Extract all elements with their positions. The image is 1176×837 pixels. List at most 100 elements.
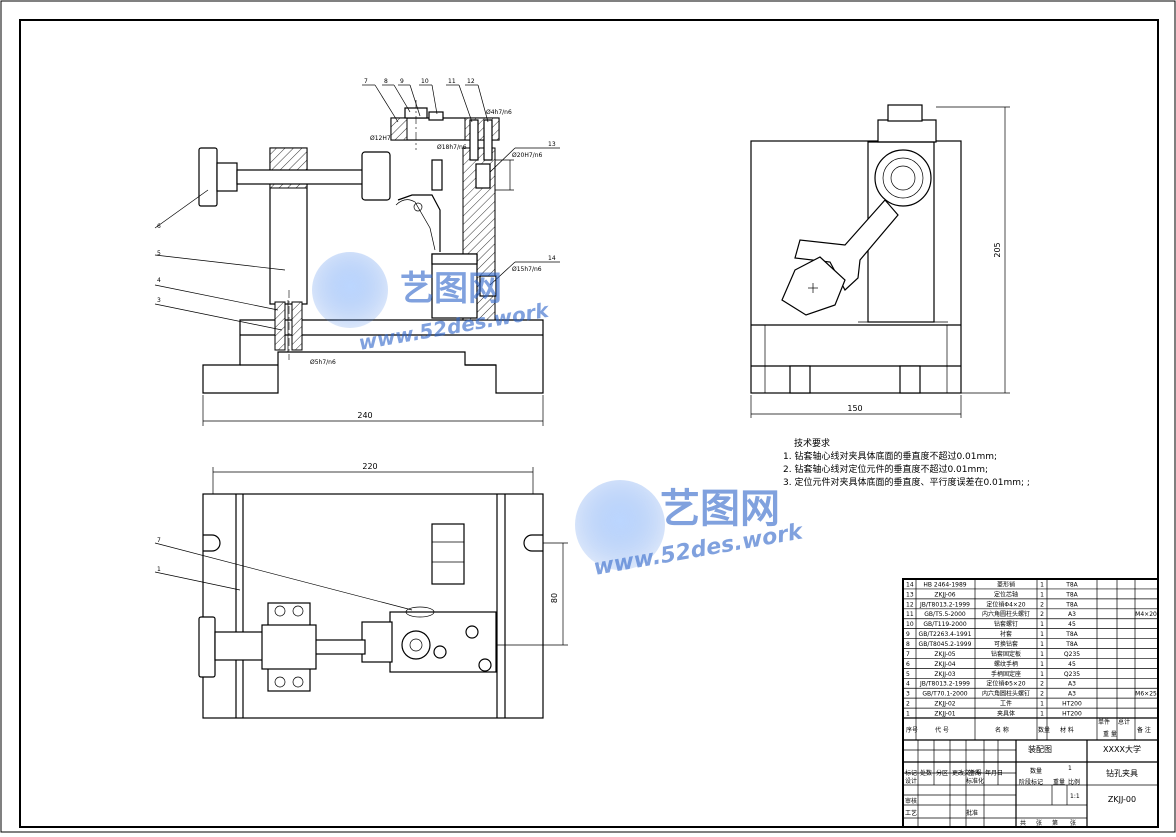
bom-cell-qty: 1 [1040, 651, 1044, 658]
bom-cell-note: M4×20 [1135, 611, 1157, 618]
tb-sheet-no: 第 [1052, 819, 1058, 827]
bom-cell-qty: 1 [1040, 671, 1044, 678]
bom-cell-code: ZKJJ-06 [934, 591, 955, 598]
bom-cell-mat: Q235 [1064, 671, 1080, 678]
bom-cell-qty: 1 [1040, 711, 1044, 718]
tb-review: 审核 [905, 797, 917, 805]
balloon-11: 11 [448, 78, 456, 85]
tb-sheet-unit2: 张 [1070, 819, 1076, 827]
school-name: XXXX大学 [1103, 744, 1141, 754]
drawing-no: ZKJJ-00 [1108, 795, 1136, 804]
bom-cell-no: 1 [906, 711, 910, 718]
bom-h-qty: 数量 [1038, 726, 1050, 734]
bom-cell-mat: T8A [1065, 631, 1078, 638]
bom-cell-qty: 1 [1040, 591, 1044, 598]
balloon-3: 3 [157, 297, 161, 304]
bom-cell-qty: 1 [1040, 631, 1044, 638]
balloon-top-7: 7 [157, 537, 161, 544]
bom-cell-mat: A3 [1068, 691, 1076, 698]
product-name: 钻孔夹具 [1106, 768, 1138, 778]
scale-value: 1:1 [1070, 793, 1080, 800]
bom-cell-qty: 1 [1040, 641, 1044, 648]
balloon-6: 6 [157, 223, 161, 230]
bom-cell-no: 4 [906, 681, 910, 688]
balloon-5: 5 [157, 250, 161, 257]
balloon-12: 12 [467, 78, 475, 85]
bom-cell-code: JB/T8013.2-1999 [919, 681, 970, 688]
bom-h-weight: 重 量 [1103, 730, 1117, 738]
bom-cell-name: 衬套 [1000, 630, 1012, 638]
top-view: 220 80 7 1 [154, 462, 568, 719]
fit-f1: Ø4h7/n6 [486, 109, 512, 116]
stage-mark: 阶段标记 [1019, 778, 1043, 786]
bom-cell-code: ZKJJ-01 [934, 711, 955, 718]
front-view: 240 Ø4h7/n6 Ø12H7 Ø18h7/n6 Ø20H7/n6 Ø15h… [154, 78, 560, 426]
fit-f5: Ø15h7/n6 [512, 266, 542, 273]
bom-cell-name: 螺纹手柄 [994, 660, 1018, 668]
bom-cell-name: 内六角圆柱头螺钉 [982, 690, 1030, 698]
bom-cell-mat: HT200 [1062, 711, 1082, 718]
bom-cell-code: GB/T119-2000 [923, 621, 967, 628]
balloon-14: 14 [548, 255, 556, 262]
fit-f6: Ø5h7/n6 [310, 359, 336, 366]
qty-value: 1 [1068, 765, 1072, 772]
bom-cell-no: 11 [906, 611, 914, 618]
bom-cell-code: ZKJJ-02 [934, 701, 955, 708]
tb-label-sign: 签名 [968, 769, 980, 777]
tech-req-3: 3. 定位元件对夹具体底面的垂直度、平行度误差在0.01mm; ; [783, 476, 1030, 488]
bom-cell-mat: T8A [1065, 591, 1078, 598]
bom-cell-qty: 2 [1040, 611, 1044, 618]
bom-cell-code: ZKJJ-03 [934, 671, 955, 678]
bom-cell-no: 7 [906, 651, 910, 658]
bom-cell-no: 10 [906, 621, 914, 628]
tb-label-count: 处数 [920, 769, 932, 777]
bom-cell-name: 内六角圆柱头螺钉 [982, 610, 1030, 618]
bom-cell-qty: 1 [1040, 661, 1044, 668]
bom-cell-name: 手柄固定座 [991, 670, 1021, 678]
balloon-4: 4 [157, 277, 161, 284]
balloon-10: 10 [421, 78, 429, 85]
bom-cell-code: GB/T2263.4-1991 [919, 631, 972, 638]
tb-std: 标准化 [966, 777, 984, 785]
bom-cell-no: 14 [906, 581, 914, 588]
qty-label: 数量 [1030, 767, 1042, 775]
bom-cell-name: 钻套固定板 [991, 650, 1021, 658]
watermark-brand: 艺图网 [400, 269, 502, 309]
tb-sheet-total: 共 [1020, 819, 1026, 827]
bom-cell-qty: 2 [1040, 681, 1044, 688]
bom-cell-mat: HT200 [1062, 701, 1082, 708]
inner-frame [19, 19, 1159, 828]
dim-top-width: 220 [362, 462, 377, 471]
fit-f2: Ø12H7 [370, 135, 391, 142]
bom-h-note: 备 注 [1137, 726, 1151, 734]
bom-cell-name: 定位销Φ5×20 [986, 680, 1025, 688]
bom-cell-code: GB/T70.1-2000 [922, 691, 967, 698]
bom-cell-name: 夹具体 [997, 710, 1015, 718]
bom-cell-no: 2 [906, 701, 910, 708]
bom-cell-name: 菱形销 [997, 580, 1015, 588]
tb-label-zone: 分区 [936, 769, 948, 777]
bom-cell-mat: 45 [1068, 621, 1076, 628]
tb-design: 设计 [905, 777, 917, 785]
tb-label-mark: 标记 [905, 769, 917, 777]
bom-cell-no: 12 [906, 601, 914, 608]
watermark-2: 艺图网 www.52des.work [575, 480, 806, 581]
bom-h-w2: 总计 [1118, 718, 1130, 726]
tb-process: 工艺 [905, 809, 917, 817]
balloon-8: 8 [384, 78, 388, 85]
bom-cell-code: ZKJJ-04 [934, 661, 955, 668]
bom-cell-code: JB/T8013.2-1999 [919, 601, 970, 608]
bom-cell-no: 9 [906, 631, 910, 638]
tech-req-2: 2. 钻套轴心线对定位元件的垂直度不超过0.01mm; [783, 463, 988, 475]
bom-cell-name: 定位芯轴 [994, 590, 1018, 598]
bom-cell-qty: 1 [1040, 581, 1044, 588]
bom-h-no: 序号 [906, 726, 918, 734]
drawing-name: 装配图 [1028, 744, 1052, 754]
balloon-top-1: 1 [157, 566, 161, 573]
technical-requirements: 技术要求 1. 钻套轴心线对夹具体底面的垂直度不超过0.01mm; 2. 钻套轴… [783, 437, 1030, 488]
bom-cell-note: M6×25 [1135, 691, 1157, 698]
